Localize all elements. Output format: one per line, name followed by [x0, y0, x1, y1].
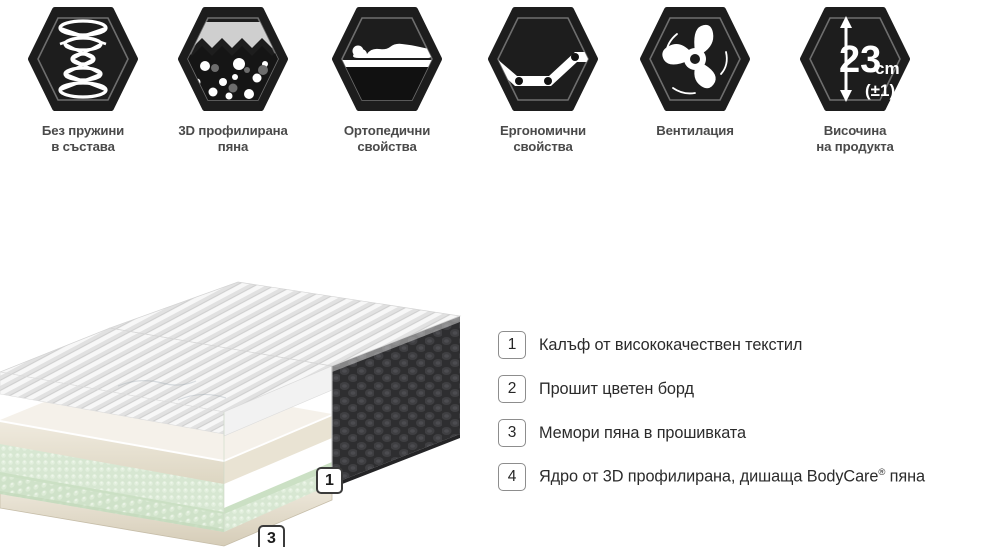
ventilation-icon [639, 4, 751, 114]
orthopedic-icon [331, 4, 443, 114]
mattress-callout-3-top: 3 [258, 525, 285, 547]
legend-number: 4 [498, 463, 526, 491]
height-unit: cm [875, 59, 900, 78]
legend-number: 1 [498, 331, 526, 359]
feature-ergonomic: Ергономични свойства [468, 4, 618, 154]
legend-list: 1 Калъф от висококачествен текстил 2 Про… [498, 323, 985, 499]
ergonomic-icon [487, 4, 599, 114]
legend-label: Ядро от 3D профилирана, дишаща BodyCare®… [539, 467, 925, 486]
legend-label: Мемори пяна в прошивката [539, 423, 746, 442]
mattress-cutaway-illustration: 1 2 3 4 3 [0, 172, 478, 547]
legend-item-1: 1 Калъф от висококачествен текстил [498, 323, 985, 367]
feature-label: Ортопедични свойства [343, 123, 431, 154]
feature-label: Височина на продукта [816, 123, 894, 154]
height-tolerance: (±1) [865, 81, 895, 100]
no-springs-icon [27, 4, 139, 114]
legend-item-4: 4 Ядро от 3D профилирана, дишаща BodyCar… [498, 455, 985, 499]
feature-label: Ергономични свойства [499, 123, 586, 154]
profiled-foam-icon [177, 4, 289, 114]
feature-orthopedic: Ортопедични свойства [312, 4, 462, 154]
feature-profiled-foam: 3D профилирана пяна [158, 4, 308, 154]
feature-no-springs: Без пружини в състава [8, 4, 158, 154]
legend-number: 2 [498, 375, 526, 403]
mattress-callout-1: 1 [316, 467, 343, 494]
feature-label: Без пружини в състава [41, 123, 125, 154]
feature-ventilation: Вентилация [620, 4, 770, 139]
legend-label: Калъф от висококачествен текстил [539, 335, 803, 354]
feature-label: 3D профилирана пяна [178, 123, 288, 154]
legend-label: Прошит цветен борд [539, 379, 694, 398]
legend-number: 3 [498, 419, 526, 447]
feature-icon-row: Без пружини в състава [0, 0, 985, 172]
height-value: 23 [839, 39, 881, 81]
legend-item-2: 2 Прошит цветен борд [498, 367, 985, 411]
feature-label: Вентилация [656, 123, 734, 138]
feature-height: 23 cm (±1) Височина на продукта [780, 4, 930, 154]
height-icon: 23 cm (±1) [799, 4, 911, 114]
legend-item-3: 3 Мемори пяна в прошивката [498, 411, 985, 455]
